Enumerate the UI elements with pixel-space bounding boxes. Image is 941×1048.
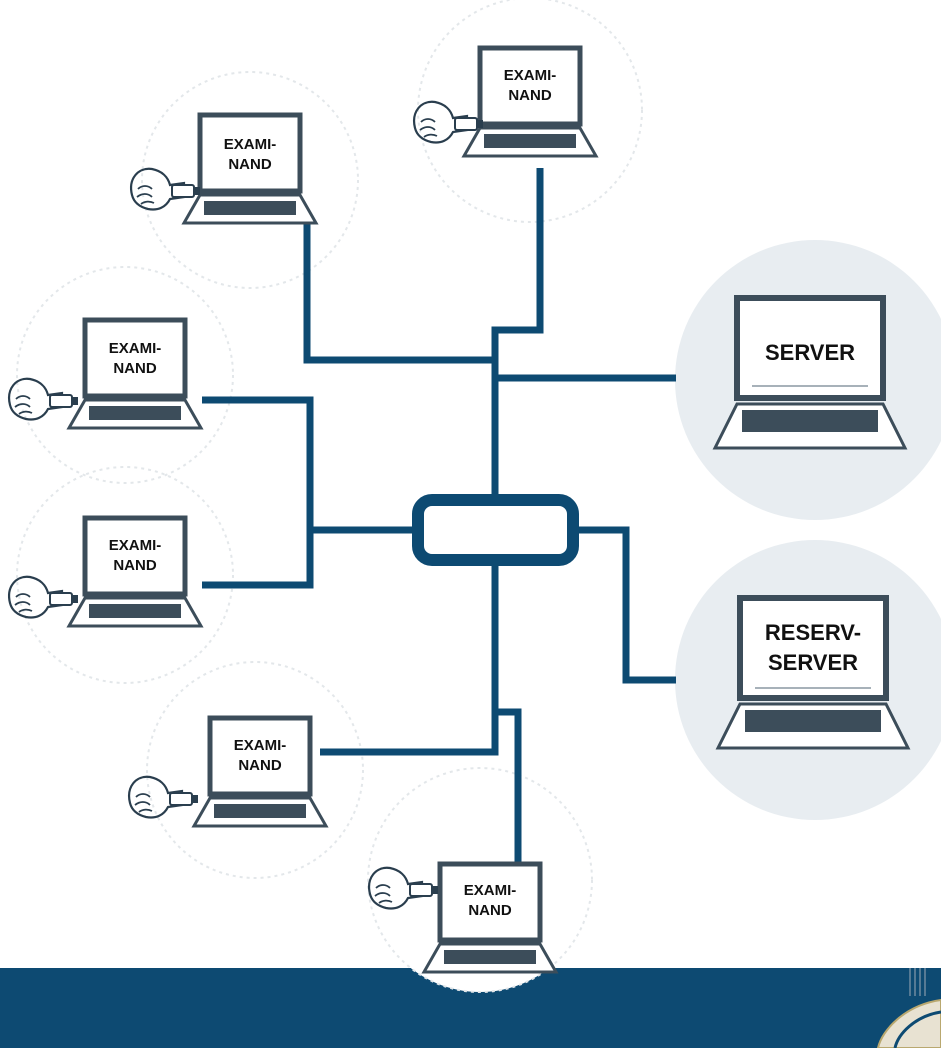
network-switch-icon: [412, 494, 579, 566]
laptop-screen: [477, 45, 583, 127]
client-laptop-3: EXAMI- NAND: [8, 317, 204, 430]
client-label-line2: NAND: [113, 557, 156, 574]
laptop-keyboard: [484, 134, 576, 148]
client-label-line1: EXAMI-: [109, 340, 162, 357]
laptop-screen: [82, 317, 188, 399]
client-label-line2: NAND: [228, 156, 271, 173]
laptop-keyboard: [204, 201, 296, 215]
laptop-keyboard: [89, 406, 181, 420]
laptop-keyboard: [89, 604, 181, 618]
client-laptop-2: EXAMI- NAND: [413, 45, 599, 158]
laptop-screen: [734, 295, 886, 401]
laptop-screen: [437, 861, 543, 943]
client-label-line2: NAND: [508, 87, 551, 104]
network-cables: [202, 168, 676, 870]
reserve-server-laptop: RESERV- SERVER: [715, 595, 911, 750]
server-laptop: SERVER: [712, 295, 908, 450]
halo-circle: [16, 266, 234, 484]
laptop-screen: [207, 715, 313, 797]
usb-stick-hand-icon: [413, 100, 485, 144]
laptop-screen: [197, 112, 303, 194]
client-laptop-5: EXAMI- NAND: [128, 715, 329, 828]
client-laptop-4: EXAMI- NAND: [8, 515, 204, 628]
laptop-keyboard: [214, 804, 306, 818]
client-label-line2: NAND: [468, 902, 511, 919]
client-label-line1: EXAMI-: [504, 67, 557, 84]
halo-circle: [16, 466, 234, 684]
client-label-line1: EXAMI-: [109, 537, 162, 554]
server-label-line1: SERVER: [765, 340, 855, 365]
client-label-line2: NAND: [113, 360, 156, 377]
cable-client-top-left: [303, 222, 495, 364]
laptop-screen: [737, 595, 889, 701]
client-label-line2: NAND: [238, 757, 281, 774]
usb-stick-hand-icon: [8, 377, 80, 421]
cable-bottom-trunk: [320, 560, 499, 756]
cable-client-mid-upper: [202, 396, 418, 534]
usb-stick-hand-icon: [128, 775, 200, 819]
halo-circle: [141, 71, 359, 289]
cable-client-top: [491, 168, 544, 505]
cable-client-bottom: [495, 708, 522, 870]
client-label-line1: EXAMI-: [234, 737, 287, 754]
server-label-line1: RESERV-: [765, 620, 861, 645]
client-laptop-6: EXAMI- NAND: [368, 861, 559, 974]
laptop-screen: [82, 515, 188, 597]
client-laptop-1: EXAMI- NAND: [130, 112, 319, 225]
cable-client-mid-lower: [202, 530, 314, 589]
client-label-line1: EXAMI-: [224, 136, 277, 153]
server-label-line2: SERVER: [768, 650, 858, 675]
cable-reserve-server: [575, 526, 676, 684]
laptop-keyboard: [742, 410, 878, 432]
halo-circle: [146, 661, 364, 879]
client-label-line1: EXAMI-: [464, 882, 517, 899]
laptop-keyboard: [444, 950, 536, 964]
laptop-keyboard: [745, 710, 881, 732]
